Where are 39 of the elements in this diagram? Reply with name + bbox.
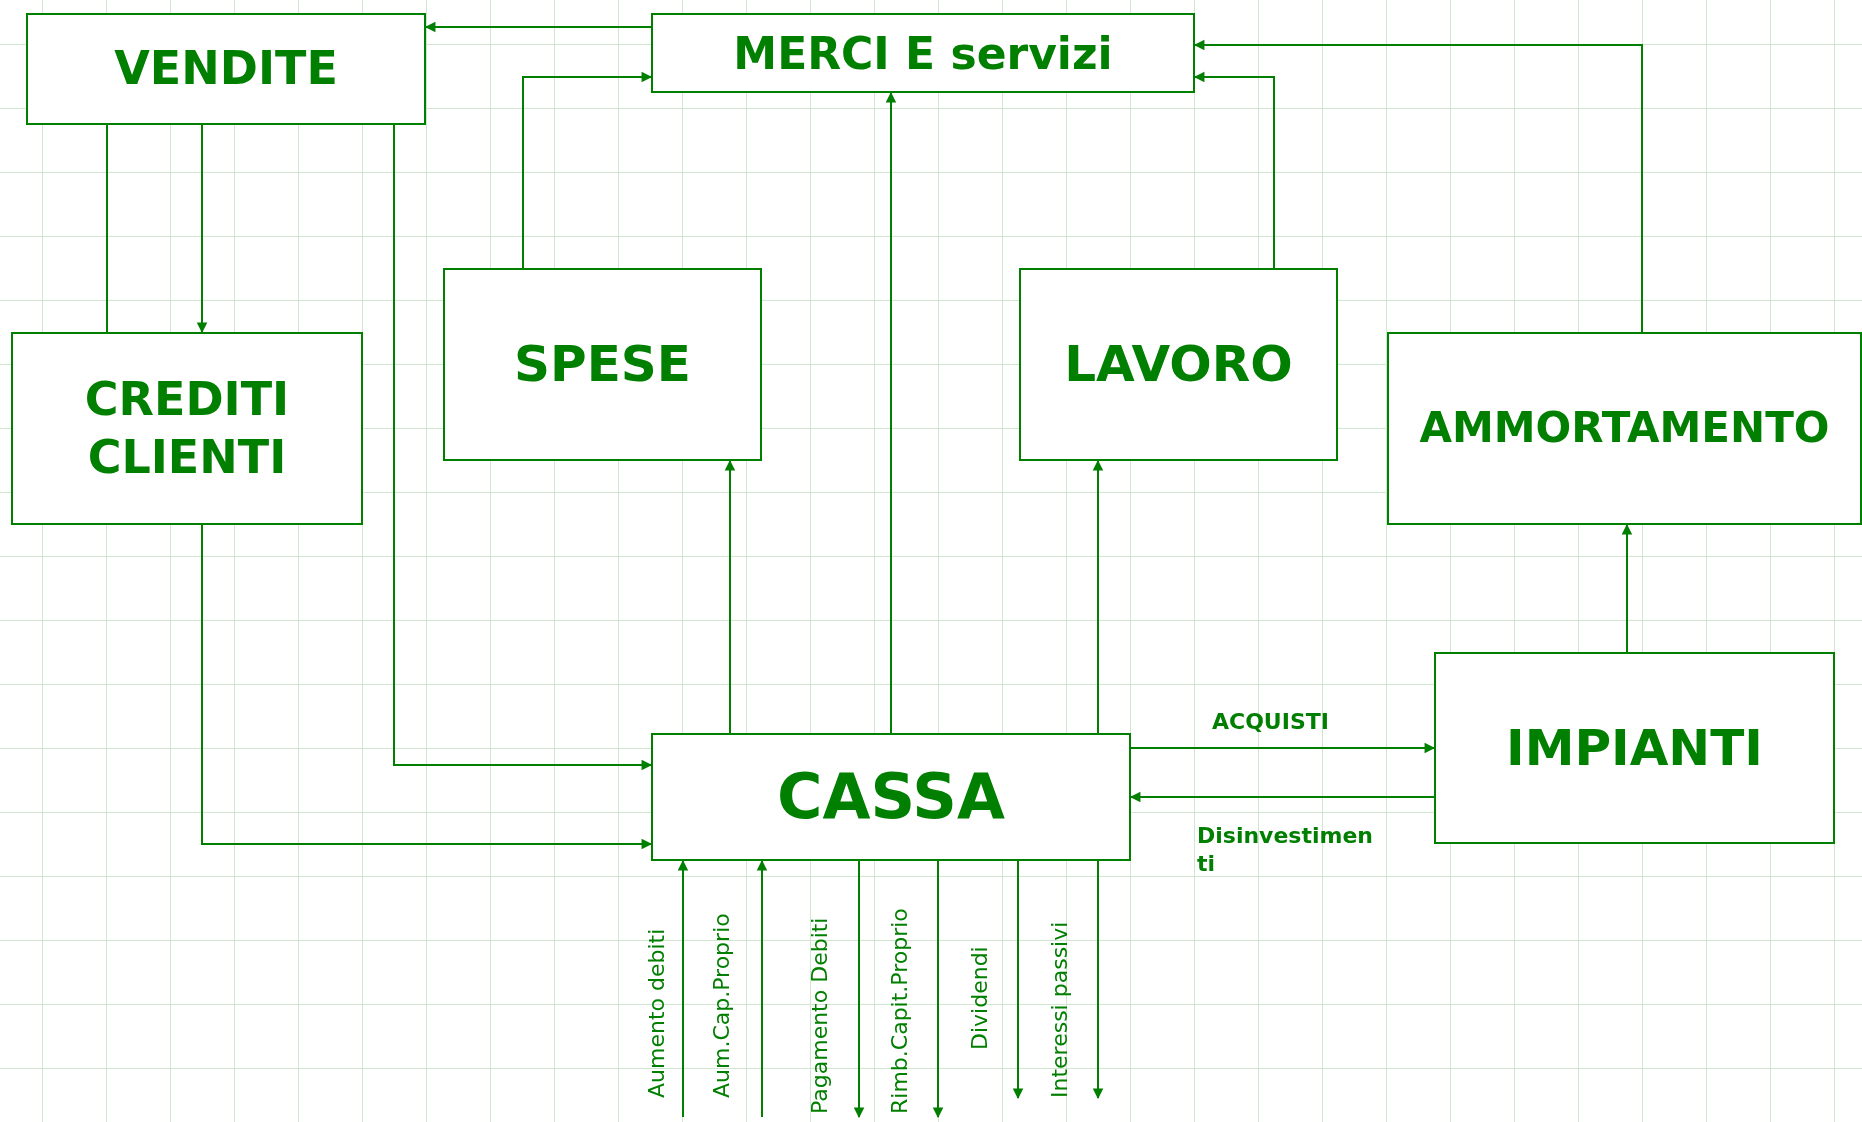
flow-box xyxy=(651,13,1195,93)
arrow xyxy=(522,71,653,269)
edge-label: Pagamento Debiti xyxy=(806,917,834,1114)
arrow xyxy=(1012,860,1024,1100)
edge-label: Aumento debiti xyxy=(643,928,671,1098)
arrow xyxy=(724,459,736,734)
arrow xyxy=(1621,523,1633,653)
arrow xyxy=(196,124,208,334)
box-label: MERCI E servizi xyxy=(733,26,1113,81)
box-label: SPESE xyxy=(514,334,691,396)
box-label: VENDITE xyxy=(114,40,338,98)
flow-box xyxy=(11,332,363,525)
arrow xyxy=(677,859,689,1118)
flow-box xyxy=(651,733,1131,861)
arrow xyxy=(853,860,865,1119)
arrow xyxy=(932,860,944,1119)
edge-label: Aum.Cap.Proprio xyxy=(708,913,736,1098)
flow-box xyxy=(1387,332,1862,525)
arrow xyxy=(885,91,897,734)
arrow xyxy=(1130,742,1436,754)
arrow xyxy=(1092,459,1104,734)
arrow xyxy=(393,124,653,771)
box-label: IMPIANTI xyxy=(1506,717,1763,779)
arrow xyxy=(756,859,768,1118)
edge-label: Rimb.Capit.Proprio xyxy=(886,908,914,1114)
edge-label: Disinvestimenti xyxy=(1197,822,1375,877)
edge-label: ACQUISTI xyxy=(1212,708,1329,736)
box-label: CREDITI CLIENTI xyxy=(83,371,291,486)
arrow xyxy=(201,524,653,850)
box-label: CASSA xyxy=(777,759,1005,836)
arrow xyxy=(1092,860,1104,1100)
edge-label: Interessi passivi xyxy=(1046,921,1074,1098)
box-label: LAVORO xyxy=(1064,334,1293,396)
flow-box xyxy=(1434,652,1835,844)
flow-box xyxy=(1019,268,1338,461)
flow-box xyxy=(443,268,762,461)
flow-box xyxy=(26,13,426,125)
box-label: AMMORTAMENTO xyxy=(1419,402,1830,455)
edge-label: Dividendi xyxy=(966,946,994,1050)
